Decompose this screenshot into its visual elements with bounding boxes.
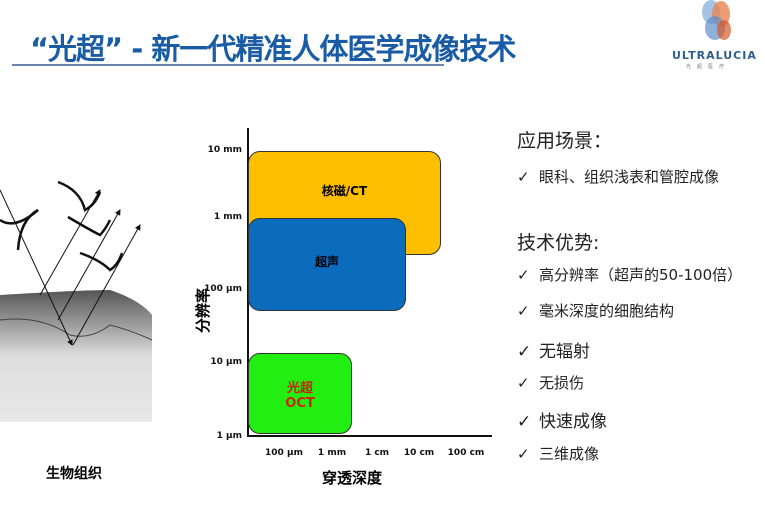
check-icon: ✓ — [517, 168, 530, 186]
box-label-2: OCT — [285, 395, 315, 411]
box-label: 核磁/CT — [321, 184, 368, 198]
x-tick-label: 10 cm — [403, 448, 435, 458]
advantage-item: ✓毫米深度的细胞结构 — [517, 302, 675, 320]
logo-subtext: 光超医疗 — [686, 64, 731, 70]
y-tick-label: 100 µm — [204, 284, 242, 294]
application-item: ✓眼科、组织浅表和管腔成像 — [517, 168, 720, 186]
x-tick-label: 100 cm — [447, 448, 485, 458]
check-icon: ✓ — [517, 445, 530, 463]
check-icon: ✓ — [517, 342, 532, 362]
advantage-item: ✓三维成像 — [517, 445, 600, 463]
advantage-item: ✓高分辨率（超声的50-100倍） — [517, 266, 743, 284]
y-tick-label: 1 mm — [213, 212, 242, 222]
box-label: 超声 — [314, 255, 339, 269]
advantage-item: ✓无辐射 — [517, 342, 590, 362]
check-icon: ✓ — [517, 266, 530, 284]
tissue-caption: 生物组织 — [46, 466, 102, 482]
x-axis-label: 穿透深度 — [322, 469, 383, 487]
ultrasound-box: 超声 — [248, 218, 406, 311]
check-icon: ✓ — [517, 412, 532, 432]
check-icon: ✓ — [517, 374, 530, 392]
x-axis — [247, 435, 492, 437]
advantage-item: ✓快速成像 — [517, 412, 607, 432]
advantage-item: ✓无损伤 — [517, 374, 585, 392]
y-tick-label: 10 µm — [210, 357, 242, 367]
check-icon: ✓ — [517, 302, 530, 320]
x-tick-label: 1 cm — [364, 448, 390, 458]
logo-text: ULTRALUCIA — [672, 49, 757, 62]
title-underline — [12, 64, 444, 66]
page-title: “光超” - 新一代精准人体医学成像技术 — [30, 32, 516, 66]
y-tick-label: 10 mm — [207, 145, 242, 155]
box-label: 光超 — [286, 380, 313, 396]
application-heading: 应用场景： — [517, 130, 613, 152]
tissue-oct-illustration — [0, 180, 153, 422]
advantages-heading: 技术优势: — [517, 232, 600, 254]
y-tick-label: 1 µm — [216, 431, 242, 441]
logo-icon — [702, 0, 731, 40]
x-tick-label: 1 mm — [317, 448, 347, 458]
x-tick-label: 100 µm — [265, 448, 303, 458]
y-axis-label: 分辨率 — [194, 287, 213, 334]
